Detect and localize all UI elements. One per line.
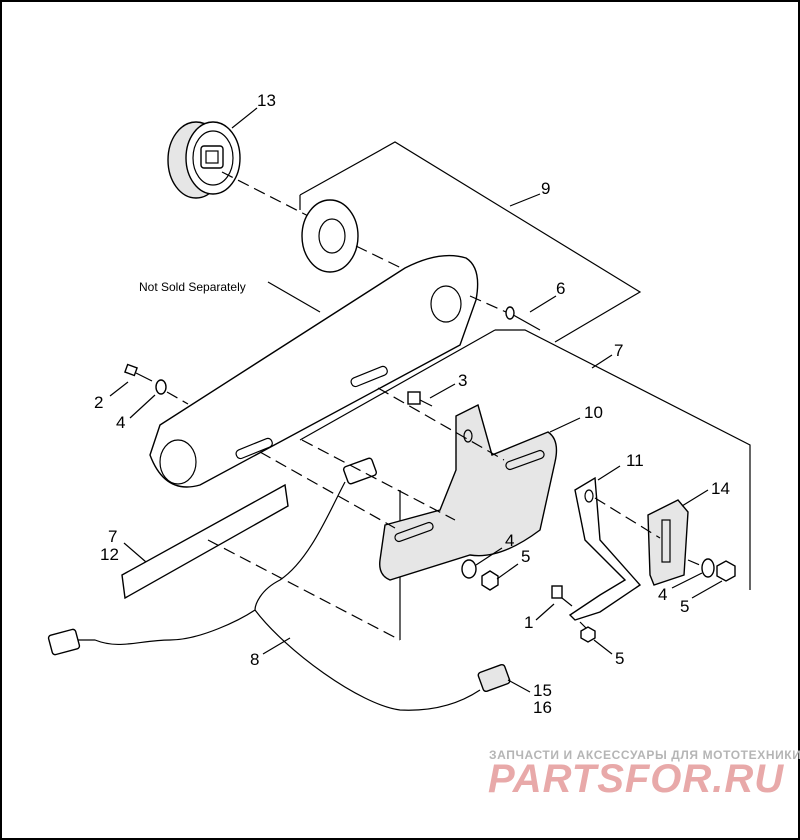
leader-5c	[593, 639, 613, 655]
region-outline-9b	[267, 281, 321, 313]
part-8-wiring-harness	[47, 457, 511, 711]
part-9-bracket-plate	[149, 254, 479, 488]
leader-4b	[475, 547, 503, 566]
pin-axis-line	[469, 295, 507, 313]
part-5-nut-right	[716, 560, 736, 582]
callout-5-lower: 5	[615, 649, 624, 668]
callout-3: 3	[458, 371, 467, 390]
part-2-bolt-left	[124, 363, 153, 382]
callout-5-right: 5	[680, 597, 689, 616]
clip-axis-line	[594, 497, 661, 539]
leader-5a	[496, 563, 519, 580]
callout-12: 12	[100, 545, 119, 564]
part-10-plate-bracket	[379, 403, 558, 581]
part-13-lamp	[167, 121, 241, 199]
part-4-washer-left	[155, 379, 167, 395]
watermark-logo: PARTSFOR.RU	[488, 757, 784, 801]
part-5-nut-center	[481, 570, 499, 591]
callout-8: 8	[250, 650, 259, 669]
callout-13: 13	[257, 91, 276, 110]
leader-14	[681, 489, 709, 507]
callout-14: 14	[711, 479, 730, 498]
leader-5b	[691, 580, 723, 599]
leader-4a	[129, 394, 156, 419]
part-11-angle-bracket	[568, 476, 642, 621]
callout-10: 10	[584, 403, 603, 422]
leader-10	[549, 417, 581, 433]
callout-6: 6	[556, 279, 565, 298]
leader-8	[262, 637, 291, 655]
callout-16: 16	[533, 698, 552, 717]
part-4-washer-right	[701, 558, 715, 578]
callout-2: 2	[94, 393, 103, 412]
callout-1: 1	[524, 613, 533, 632]
callout-4-right: 4	[658, 585, 667, 604]
leader-11	[597, 465, 621, 481]
callout-9: 9	[541, 179, 550, 198]
leader-1	[535, 603, 555, 621]
leader-4c	[671, 572, 703, 589]
leader-6	[529, 295, 557, 313]
leader-2	[109, 381, 129, 397]
leader-3	[429, 383, 456, 399]
part-3-bolt	[407, 391, 433, 407]
part-14-clip	[647, 499, 689, 586]
leader-13	[231, 107, 258, 129]
callout-11: 11	[626, 451, 644, 470]
part-4-washer-center	[461, 559, 477, 579]
callout-7: 7	[614, 341, 623, 360]
gasket-ring	[301, 199, 359, 273]
leader-9	[509, 193, 541, 207]
bolt-left-axis	[166, 391, 189, 405]
callout-15: 15	[533, 681, 552, 700]
callout-4: 4	[116, 413, 125, 432]
part-6-pin	[505, 306, 541, 331]
gasket-axis-line	[355, 245, 431, 283]
part-7-12-reflector-strip	[121, 483, 289, 600]
callout-7-strip: 7	[108, 527, 117, 546]
leader-7b-12	[123, 542, 147, 563]
callout-4-center: 4	[505, 531, 514, 550]
strip-outline	[207, 539, 401, 641]
leader-15-16	[507, 679, 531, 693]
region-outline-7	[495, 329, 751, 590]
not-sold-separately-note: Not Sold Separately	[139, 280, 246, 294]
part-5-nut-lower	[580, 626, 596, 643]
watermark-caption: ЗАПЧАСТИ И АКСЕССУАРЫ ДЛЯ МОТОТЕХНИКИ	[489, 748, 800, 762]
part-1-bolt-lower	[551, 585, 573, 607]
lamp-axis-line	[221, 171, 321, 223]
region-outline-9	[299, 141, 642, 343]
callout-5-center: 5	[521, 547, 530, 566]
leader-7a	[591, 354, 613, 369]
